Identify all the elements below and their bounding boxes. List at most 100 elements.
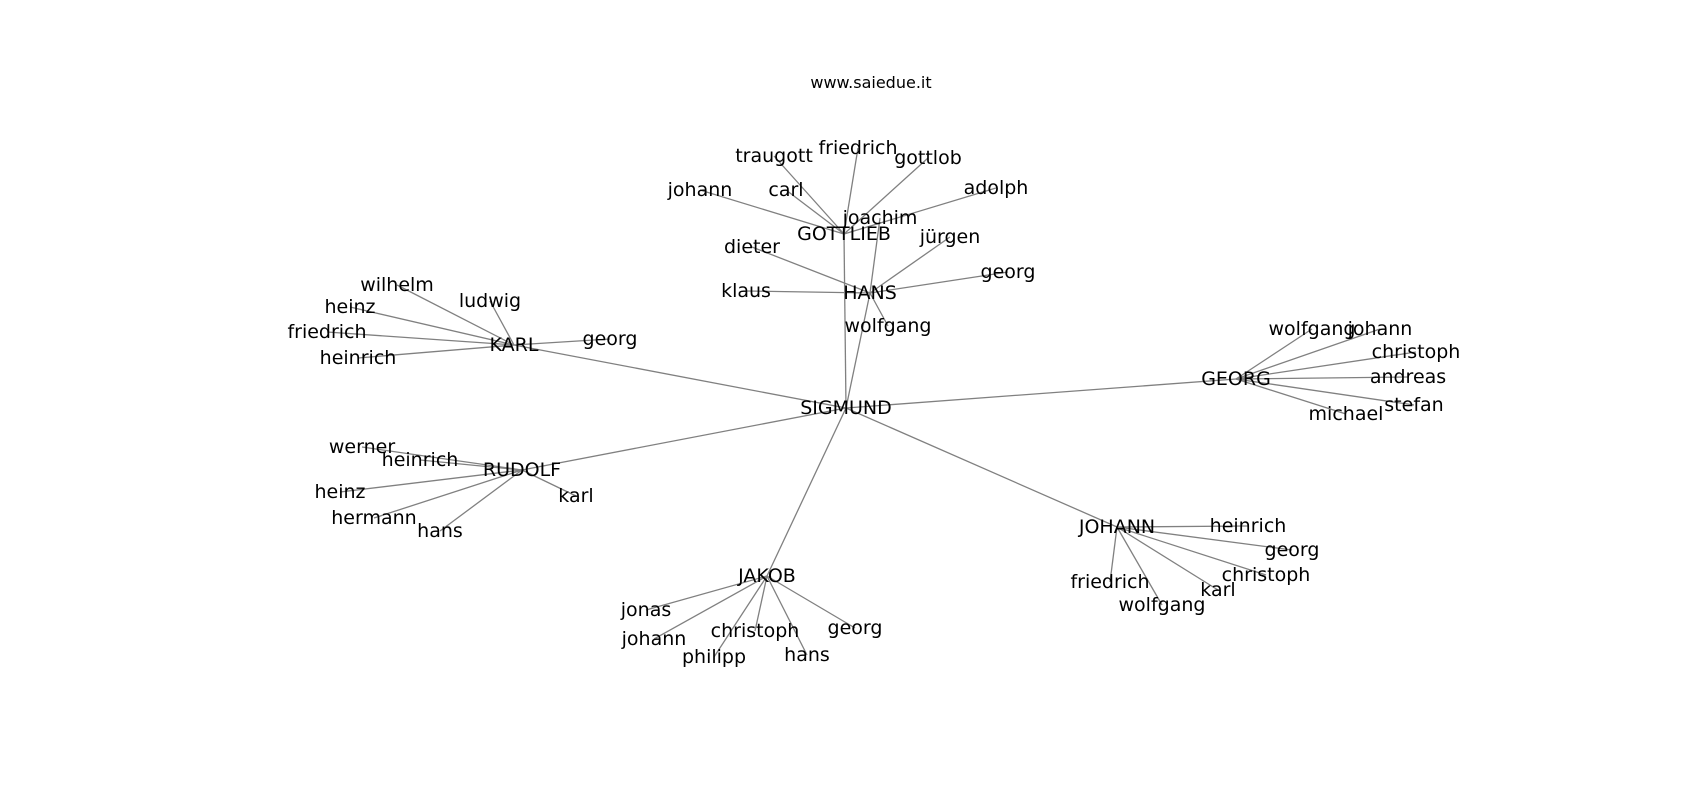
edge-rudolf-rudolf_karl [521,469,577,497]
edge-georg-georg_christoph [1235,351,1417,380]
node-georg-wolfgang: wolfgang [1269,318,1356,340]
node-georg-johann: johann [1347,318,1413,340]
edge-georg-georg_michael [1235,378,1347,415]
edge-gottlieb-gottlieb_traugott [773,155,845,235]
node-johann-christoph: christoph [1222,564,1311,586]
node-johann-heinrich: heinrich [1210,515,1287,537]
edge-gottlieb-gottlieb_carl [785,189,845,235]
edge-rudolf-rudolf_hans [439,469,523,532]
edge-sigmund-jakob [766,407,847,577]
edge-jakob-jakob_johann [653,575,768,640]
edge-georg-georg_johann [1235,328,1381,380]
edge-rudolf-rudolf_heinrich [419,459,523,471]
node-gottlieb-gottlob: gottlob [894,147,962,169]
edge-sigmund-hans [845,292,871,409]
node-gottlieb-carl: carl [768,179,803,201]
node-johann-wolfgang: wolfgang [1119,594,1206,616]
edge-karl-karl_heinrich [357,344,515,359]
edge-sigmund-johann [845,407,1118,528]
node-georg: GEORG [1201,368,1271,390]
node-hans-georg: georg [981,261,1036,283]
node-rudolf-heinz: heinz [314,481,365,503]
node-jakob-johann: johann [621,628,687,650]
node-hans-dieter: dieter [724,236,780,258]
node-jakob-jonas: jonas [620,599,672,621]
node-sigmund: SIGMUND [800,397,892,419]
node-jakob-christoph: christoph [711,620,800,642]
node-gottlieb-johann: johann [667,179,733,201]
node-johann-georg: georg [1265,539,1320,561]
node-hans-klaus: klaus [721,280,771,302]
node-georg-stefan: stefan [1384,394,1443,416]
node-hans-jurgen: jürgen [919,226,981,248]
edge-karl-karl_ludwig [489,300,515,346]
edge-jakob-jakob_georg [766,575,856,629]
edge-johann-johann_heinrich [1116,525,1249,528]
node-georg-michael: michael [1309,403,1384,425]
edge-karl-karl_friedrich [326,331,515,346]
node-hans-joachim: joachim [842,207,918,229]
edge-sigmund-gottlieb [843,233,847,409]
edge-karl-karl_heinz [349,306,515,346]
node-jakob-georg: georg [828,617,883,639]
edge-johann-johann_karl [1116,526,1219,591]
node-karl-georg: georg [583,328,638,350]
edge-karl-karl_wilhelm [396,284,515,346]
edge-sigmund-karl [513,344,847,409]
graph-title: www.saiedue.it [810,73,931,92]
node-jakob-philipp: philipp [682,646,746,668]
node-rudolf-werner: werner [329,436,395,458]
node-rudolf-hermann: hermann [331,507,416,529]
node-rudolf-karl: karl [558,485,593,507]
edge-gottlieb-gottlieb_adolph [843,187,997,235]
edges-layer [326,147,1417,658]
node-rudolf-hans: hans [417,520,463,542]
node-rudolf-heinrich: heinrich [382,449,459,471]
node-georg-andreas: andreas [1370,366,1446,388]
node-karl-ludwig: ludwig [459,290,521,312]
node-jakob-hans: hans [784,644,830,666]
node-karl-heinrich: heinrich [320,347,397,369]
node-gottlieb-adolph: adolph [964,177,1029,199]
node-johann-karl: karl [1200,579,1235,601]
edge-gottlieb-gottlieb_johann [699,189,845,235]
edge-georg-georg_stefan [1235,378,1415,406]
node-hans: HANS [843,282,897,304]
node-jakob: JAKOB [737,565,796,587]
node-georg-christoph: christoph [1372,341,1461,363]
edge-hans-hans_joachim [869,217,881,294]
node-karl-heinz: heinz [324,296,375,318]
edge-johann-johann_friedrich [1109,526,1118,583]
node-gottlieb-traugott: traugott [735,145,813,167]
edge-johann-johann_christoph [1116,526,1267,576]
edge-hans-hans_dieter [751,246,871,294]
edge-hans-hans_klaus [745,290,871,294]
node-johann-friedrich: friedrich [1070,571,1149,593]
node-gottlieb-friedrich: friedrich [818,137,897,159]
edge-jakob-jakob_hans [766,575,808,656]
edge-johann-johann_georg [1116,526,1293,551]
node-karl-friedrich: friedrich [287,321,366,343]
edge-karl-karl_georg [513,338,611,346]
edge-georg-georg_andreas [1235,376,1409,380]
node-hans-wolfgang: wolfgang [845,315,932,337]
node-karl-wilhelm: wilhelm [360,274,434,296]
edge-gottlieb-gottlieb_gottlob [843,157,929,235]
edge-rudolf-rudolf_heinz [339,469,523,493]
edge-hans-hans_georg [869,271,1009,294]
edge-jakob-jakob_christoph [754,575,768,632]
edge-sigmund-rudolf [521,407,847,471]
edge-rudolf-rudolf_hermann [373,469,523,519]
node-rudolf: RUDOLF [483,459,561,481]
node-karl: KARL [490,334,539,356]
edge-jakob-jakob_philipp [713,575,768,658]
node-johann: JOHANN [1078,516,1155,538]
edge-rudolf-rudolf_werner [361,446,523,471]
edge-georg-georg_wolfgang [1235,328,1313,380]
edge-sigmund-georg [845,378,1237,409]
edge-gottlieb-gottlieb_friedrich [843,147,859,235]
edge-johann-johann_wolfgang [1116,526,1163,606]
node-gottlieb: GOTTLIEB [797,223,891,245]
